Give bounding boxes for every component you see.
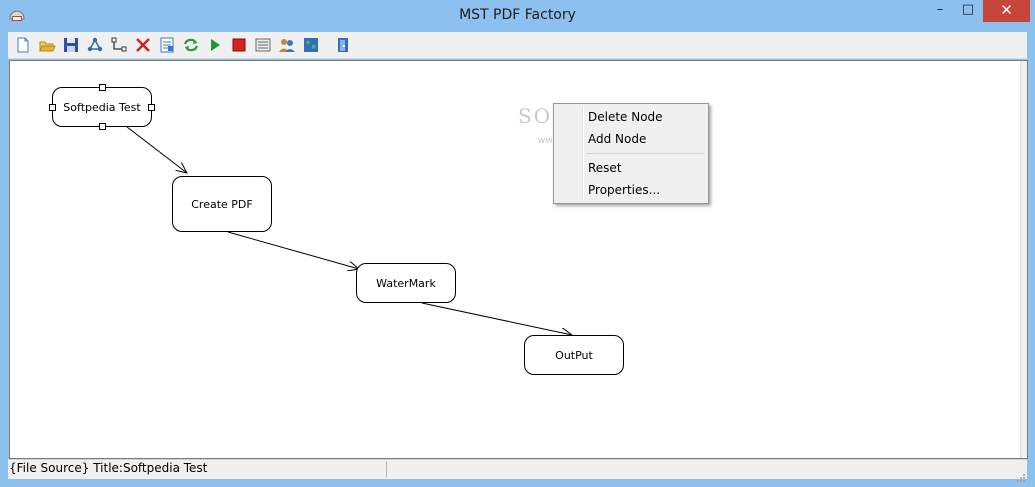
vertical-scrollbar[interactable] — [1020, 61, 1027, 458]
resize-grip-icon[interactable] — [1016, 468, 1026, 482]
menu-gutter — [582, 106, 584, 201]
node-output[interactable]: OutPut — [524, 335, 624, 375]
node-label: WaterMark — [376, 276, 436, 290]
diagram-edges — [126, 126, 1027, 458]
status-separator — [386, 462, 387, 477]
status-text: {File Source} Title:Softpedia Test — [9, 461, 208, 475]
menu-item-delete-node[interactable]: Delete Node — [588, 110, 663, 124]
node-label: Create PDF — [191, 197, 253, 211]
resize-handle-right[interactable] — [148, 104, 155, 111]
world-icon[interactable] — [302, 36, 320, 54]
resize-handle-bottom[interactable] — [99, 123, 106, 130]
report-icon[interactable] — [254, 36, 272, 54]
document-properties-icon[interactable] — [158, 36, 176, 54]
node-watermark[interactable]: WaterMark — [356, 263, 456, 303]
users-icon[interactable] — [278, 36, 296, 54]
node-label: Softpedia Test — [63, 100, 141, 114]
edge-createpdf-to-watermark[interactable] — [227, 231, 359, 269]
link-icon[interactable] — [110, 36, 128, 54]
open-folder-icon[interactable] — [38, 36, 56, 54]
run-icon[interactable] — [206, 36, 224, 54]
diagram-canvas[interactable]: SOFTP www.softpedia Softpedia Test Creat… — [9, 60, 1028, 459]
edge-watermark-to-output[interactable] — [421, 302, 572, 335]
toolbar — [8, 32, 1027, 59]
connect-nodes-icon[interactable] — [86, 36, 104, 54]
node-create-pdf[interactable]: Create PDF — [172, 176, 272, 232]
menu-separator — [586, 153, 704, 154]
stop-icon[interactable] — [230, 36, 248, 54]
resize-handle-left[interactable] — [49, 104, 56, 111]
node-label: OutPut — [555, 348, 593, 362]
menu-item-reset[interactable]: Reset — [588, 161, 622, 175]
menu-item-add-node[interactable]: Add Node — [588, 132, 647, 146]
window-title: MST PDF Factory — [459, 7, 576, 23]
resize-handle-top[interactable] — [99, 84, 106, 91]
context-menu: Delete Node Add Node Reset Properties... — [553, 103, 709, 204]
status-bar: {File Source} Title:Softpedia Test — [8, 459, 1027, 482]
menu-item-properties[interactable]: Properties... — [588, 183, 661, 197]
app-icon[interactable] — [8, 6, 26, 24]
node-softpedia-test[interactable]: Softpedia Test — [52, 87, 152, 127]
delete-icon[interactable] — [134, 36, 152, 54]
minimize-button[interactable]: – — [936, 2, 944, 17]
exit-icon[interactable] — [334, 36, 352, 54]
save-icon[interactable] — [62, 36, 80, 54]
close-button[interactable]: ✕ — [983, 0, 1030, 22]
maximize-button[interactable]: □ — [961, 2, 975, 17]
title-bar[interactable]: MST PDF Factory – □ ✕ — [0, 0, 1035, 32]
refresh-icon[interactable] — [182, 36, 200, 54]
new-icon[interactable] — [14, 36, 32, 54]
edge-softpedia-to-createpdf[interactable] — [126, 126, 187, 173]
